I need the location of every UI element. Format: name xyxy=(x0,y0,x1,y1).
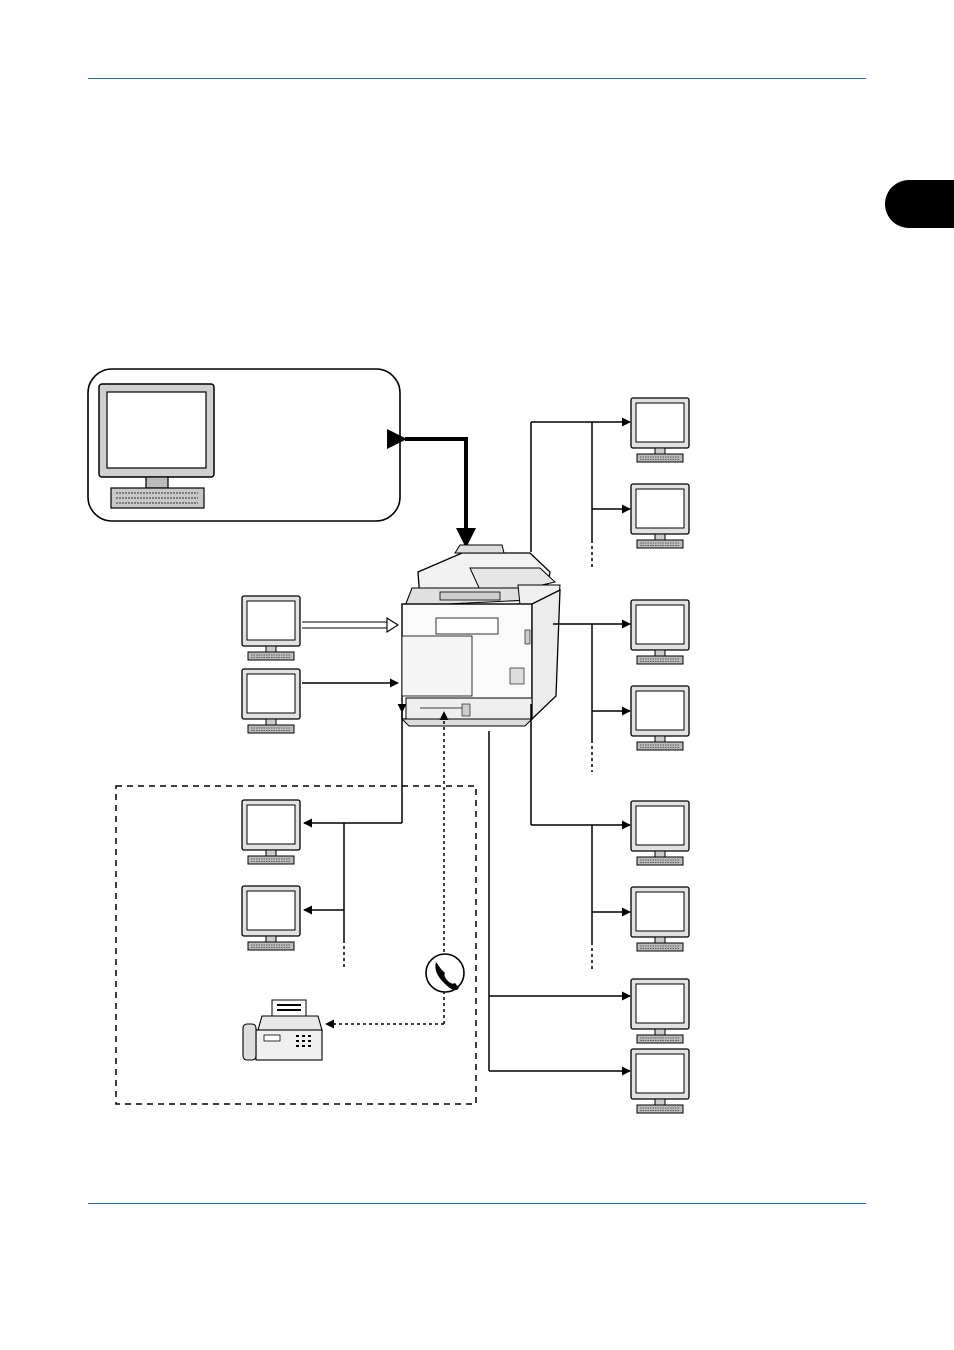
scan-destination-pc-8 xyxy=(630,1048,690,1114)
admin-pc-callout xyxy=(87,368,401,522)
scan-destination-pc-7 xyxy=(630,978,690,1044)
fax-destination-pc-2 xyxy=(241,885,301,951)
scan-destination-pc-3 xyxy=(630,599,690,665)
scan-destination-pc-5 xyxy=(630,800,690,866)
scan-destination-pc-2 xyxy=(630,483,690,549)
scan-destination-pc-4 xyxy=(630,685,690,751)
print-source-pc-1 xyxy=(241,595,301,661)
footer-rule xyxy=(88,1203,866,1204)
phone-line-connection xyxy=(325,711,449,1029)
scan-destination-pc-1 xyxy=(630,397,690,463)
admin-connection-arrow xyxy=(387,429,476,548)
chapter-tab xyxy=(885,180,954,228)
scan-destination-group-3 xyxy=(530,704,631,972)
scan-destination-group-2 xyxy=(553,619,631,772)
scan-destination-group-4 xyxy=(488,731,631,1076)
telephone-icon xyxy=(425,953,465,993)
scan-destination-pc-6 xyxy=(630,886,690,952)
header-rule xyxy=(88,78,866,79)
desktop-computer-icon xyxy=(98,383,215,509)
fax-machine-icon xyxy=(242,999,323,1061)
fax-network-boundary xyxy=(115,785,477,1105)
fax-destination-pc-1 xyxy=(241,799,301,865)
fax-pc-connection xyxy=(303,703,407,970)
multifunction-printer-icon xyxy=(400,544,561,727)
print-data-arrow xyxy=(302,616,400,634)
print-source-pc-2 xyxy=(241,668,301,734)
scan-destination-group-1 xyxy=(530,417,631,570)
